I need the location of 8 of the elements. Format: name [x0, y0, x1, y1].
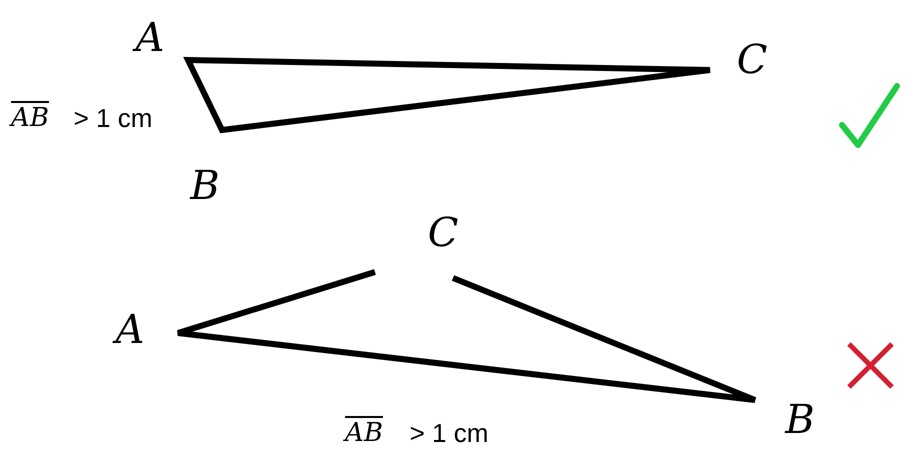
point-label: B	[785, 400, 815, 440]
length-label: > 1 cm	[74, 105, 152, 131]
point-label: C	[736, 40, 768, 80]
segment-label: AB	[11, 105, 49, 131]
length-label: > 1 cm	[410, 420, 488, 446]
point-label: B	[190, 166, 220, 206]
segment-label: AB	[345, 420, 383, 446]
point-label: C	[428, 213, 458, 253]
